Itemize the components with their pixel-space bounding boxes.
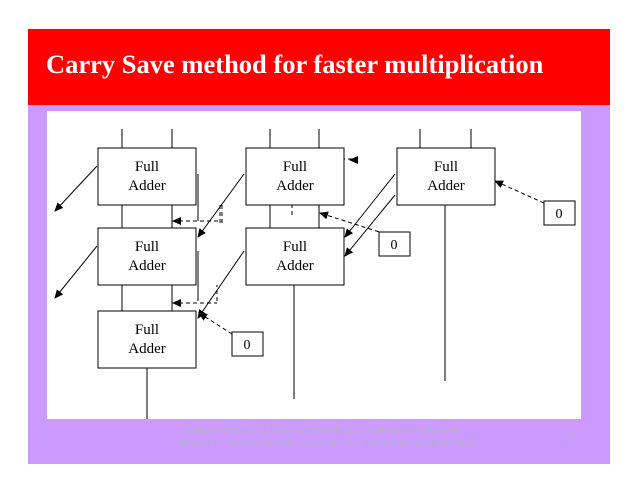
- adder-label: Full: [283, 159, 307, 175]
- adder-label: Adder: [276, 178, 314, 194]
- adder-label: Adder: [276, 258, 314, 274]
- slide-title: Carry Save method for faster multiplicat…: [46, 49, 544, 79]
- full-adder-r1c1: Full Adder: [97, 147, 197, 206]
- adder-label: Adder: [128, 341, 166, 357]
- diagonal-arrow: [197, 173, 245, 238]
- dashed-arrow: [198, 312, 233, 335]
- svg-text:0: 0: [556, 207, 563, 222]
- svg-text:0: 0: [391, 238, 398, 253]
- adder-label: Adder: [128, 258, 166, 274]
- adder-label: Full: [434, 159, 458, 175]
- dashed-arrow: [494, 180, 545, 204]
- carry-out-arrow: [54, 245, 98, 299]
- footer-line: Schaum's Outline of Theory and Problems …: [184, 425, 460, 436]
- adder-label: Full: [283, 239, 307, 255]
- dashed-arrow: [319, 211, 393, 237]
- svg-text:0: 0: [244, 338, 251, 353]
- full-adder-r1c2: Full Adder: [245, 147, 345, 206]
- diagonal-arrow: [344, 194, 396, 257]
- full-adder-r1c3: Full Adder: [396, 147, 496, 206]
- carry-save-diagram: Full Adder Full Adder Full Adder Full Ad…: [47, 111, 581, 419]
- adder-label: Full: [135, 239, 159, 255]
- zero-input-box: 0: [378, 231, 411, 257]
- adder-label: Adder: [128, 178, 166, 194]
- footer-line: Copyright © The McGraw-Hill Companies In…: [169, 438, 475, 449]
- adder-label: Adder: [427, 178, 465, 194]
- carry-out-arrow: [54, 165, 98, 212]
- slide-footer: Schaum's Outline of Theory and Problems …: [130, 424, 514, 450]
- diagonal-arrow: [197, 250, 245, 319]
- diagonal-arrow: [344, 173, 396, 238]
- full-adder-r2c2: Full Adder: [245, 227, 345, 286]
- full-adder-r2c1: Full Adder: [97, 227, 197, 286]
- zero-input-box: 0: [543, 200, 576, 226]
- full-adder-r3c1: Full Adder: [97, 310, 197, 369]
- title-bar: Carry Save method for faster multiplicat…: [28, 29, 610, 105]
- adder-label: Full: [135, 159, 159, 175]
- zero-input-box: 0: [231, 331, 264, 357]
- adder-label: Full: [135, 322, 159, 338]
- page-number: 18: [566, 430, 577, 442]
